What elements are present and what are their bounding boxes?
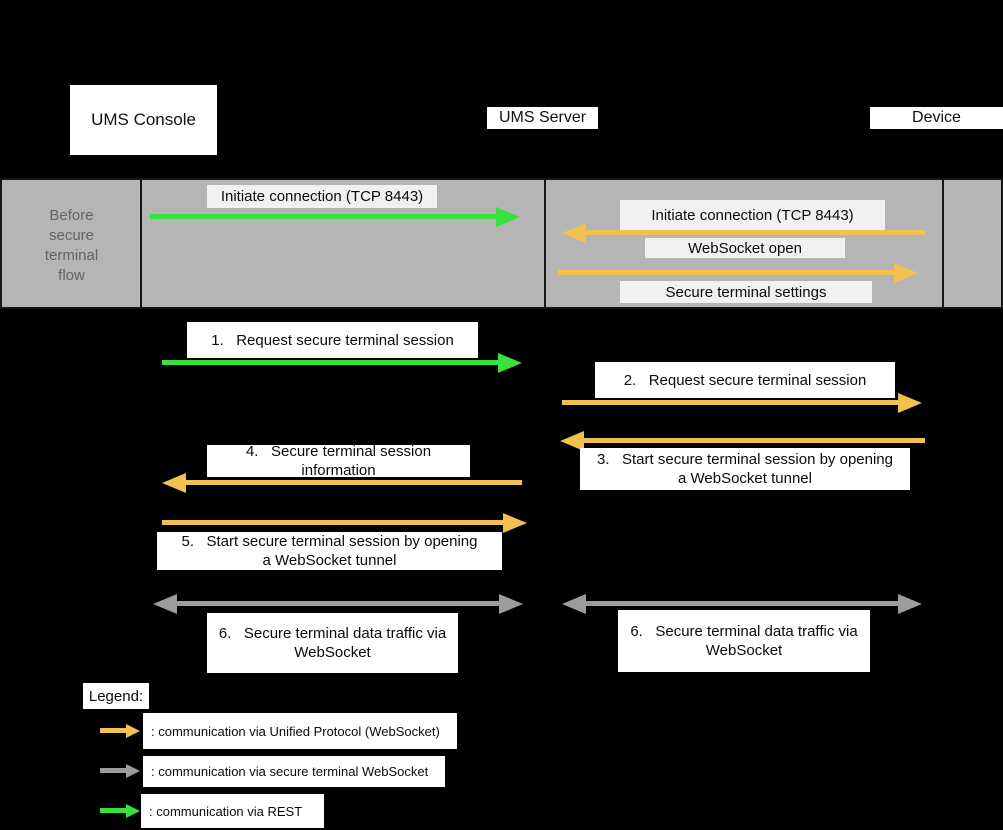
arrow-step6-left-securews — [153, 594, 523, 614]
arrow-step4-unified — [162, 473, 522, 493]
arrow-rest-console-to-server — [150, 207, 520, 227]
step3-label: 3. Start secure terminal session by open… — [580, 448, 910, 490]
arrowhead-right-icon — [498, 353, 522, 373]
msg-websocket-open: WebSocket open — [645, 238, 845, 258]
arrowhead-right-icon — [496, 207, 520, 227]
band-title: Before secure terminal flow — [44, 207, 99, 284]
legend-unified-arrow-icon — [100, 724, 140, 738]
arrow-step6-right-securews — [562, 594, 922, 614]
arrow-shaft — [100, 808, 128, 813]
arrowhead-right-icon — [898, 393, 922, 413]
arrow-unified-device-to-server — [562, 223, 925, 243]
arrowhead-right-icon — [126, 804, 140, 818]
arrow-step2-unified — [562, 393, 922, 413]
arrow-shaft — [182, 480, 522, 485]
arrow-step1-rest — [162, 353, 522, 373]
arrow-unified-server-to-device — [558, 263, 918, 283]
step4-label: 4. Secure terminal session information — [207, 443, 470, 479]
lifeline-server — [544, 180, 546, 307]
msg-secure-terminal-settings: Secure terminal settings — [620, 281, 872, 303]
step2-label: 2. Request secure terminal session — [595, 362, 895, 398]
arrowhead-right-icon — [499, 594, 523, 614]
step5-label: 5. Start secure terminal session by open… — [157, 532, 502, 570]
arrow-step5-unified — [162, 513, 527, 533]
legend-securews-arrow-icon — [100, 764, 140, 778]
arrow-shaft — [580, 438, 925, 443]
step1-label: 1. Request secure terminal session — [187, 322, 478, 358]
arrowhead-left-icon — [562, 594, 586, 614]
arrow-shaft — [100, 728, 128, 733]
arrow-shaft — [582, 230, 925, 235]
actor-device: Device — [870, 107, 1003, 129]
legend-securews-label: : communication via secure terminal WebS… — [143, 756, 445, 787]
arrowhead-right-icon — [126, 764, 140, 778]
arrowhead-left-icon — [562, 223, 586, 243]
arrowhead-left-icon — [153, 594, 177, 614]
actor-ums-server: UMS Server — [487, 107, 598, 129]
arrow-shaft — [582, 601, 902, 606]
arrow-shaft — [562, 400, 902, 405]
arrowhead-right-icon — [894, 263, 918, 283]
before-secure-terminal-flow-band: Before secure terminal flow Initiate con… — [0, 178, 1003, 309]
step6-right-label: 6. Secure terminal data traffic via WebS… — [618, 610, 870, 672]
msg-initiate-connection-device: Initiate connection (TCP 8443) — [620, 200, 885, 230]
step6-left-label: 6. Secure terminal data traffic via WebS… — [207, 613, 458, 673]
arrow-shaft — [100, 768, 128, 773]
actor-ums-console: UMS Console — [70, 85, 217, 155]
lifeline-device — [942, 180, 944, 307]
arrowhead-left-icon — [560, 431, 584, 451]
legend-unified-label: : communication via Unified Protocol (We… — [143, 713, 457, 749]
legend-rest-label: : communication via REST — [141, 794, 324, 828]
arrow-step3-unified — [560, 431, 925, 451]
legend-rest-arrow-icon — [100, 804, 140, 818]
arrow-shaft — [162, 520, 507, 525]
msg-initiate-connection-console: Initiate connection (TCP 8443) — [207, 185, 437, 208]
legend-title: Legend: — [83, 683, 149, 709]
arrowhead-left-icon — [162, 473, 186, 493]
arrow-shaft — [558, 270, 898, 275]
arrowhead-right-icon — [126, 724, 140, 738]
arrow-shaft — [173, 601, 503, 606]
arrow-shaft — [150, 214, 500, 219]
arrowhead-right-icon — [503, 513, 527, 533]
arrow-shaft — [162, 360, 502, 365]
arrowhead-right-icon — [898, 594, 922, 614]
lifeline-console — [140, 180, 142, 307]
